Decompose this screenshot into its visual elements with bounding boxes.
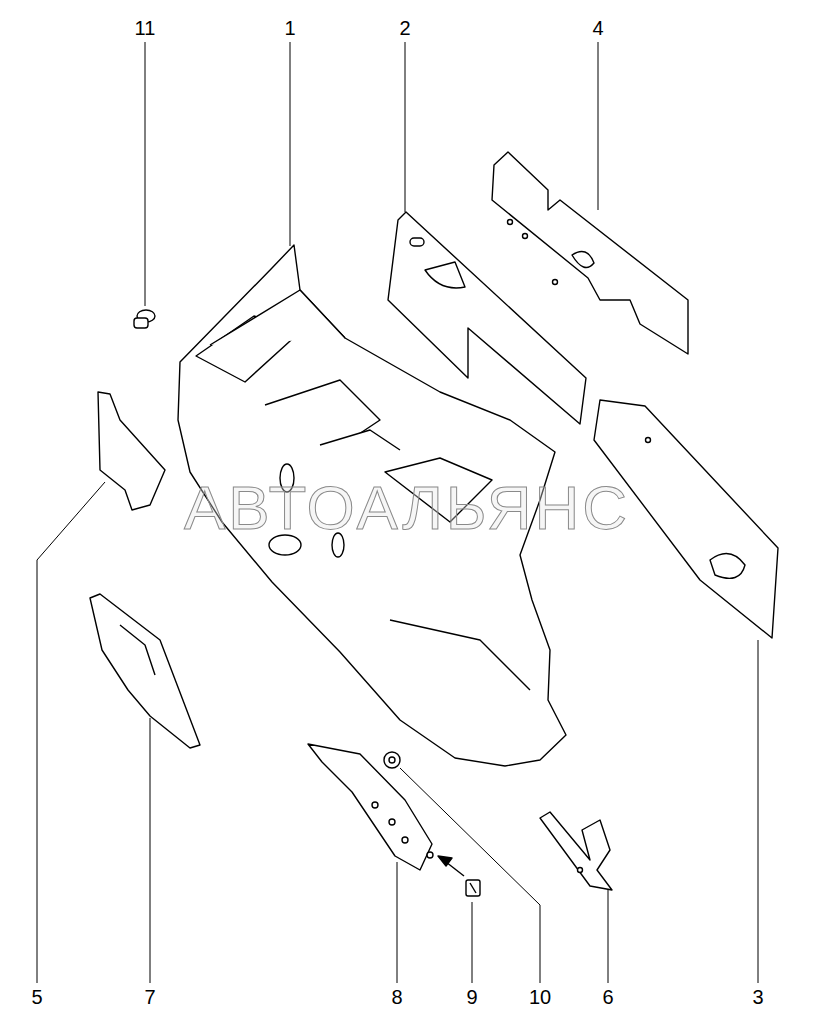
panel-edge [265,380,380,440]
piece-edge [120,625,155,675]
sheet-hole [425,262,465,288]
piece-hole [578,868,583,873]
nut-hole [389,757,395,763]
nut [384,752,400,768]
bracket-outline [308,744,432,870]
bracket-hole [372,802,378,808]
piece-outline [98,392,165,510]
clip [134,310,155,328]
bolt [466,880,480,896]
leader-line [405,42,406,212]
callout-number: 5 [31,987,42,1007]
callout-number: 3 [752,987,763,1007]
watermark: АВТОАЛЬЯНС [184,477,630,539]
nut-outline [384,752,400,768]
panel-edge [390,620,530,690]
callout-number: 4 [592,18,603,38]
bracket-hole [427,852,433,858]
callout-number: 1 [284,18,295,38]
sheet-hole [646,438,651,443]
piece-outline [90,594,200,748]
insulation-piece [98,392,165,510]
bolt-thread [470,883,476,893]
callout-number: 9 [466,987,477,1007]
clip-body [134,318,148,328]
panel-edge [320,430,400,450]
insulation-piece [90,594,200,748]
callout-number: 6 [602,987,613,1007]
sheet-hole [710,554,745,579]
callout-number: 11 [135,18,156,38]
leader-line [150,718,151,983]
leader-line [37,482,105,983]
arrow-shaft [446,862,464,876]
leader-line [397,862,398,983]
sheet-outline [492,152,688,354]
piece-outline [540,812,612,890]
bracket [308,744,433,870]
insulation-piece [540,812,612,890]
sheet-hole [572,251,594,267]
callout-number: 7 [144,987,155,1007]
panel-edge [210,290,345,345]
arrow-head [438,856,452,866]
leader-line [145,42,146,306]
leader-line [290,42,291,246]
callout-number: 8 [391,987,402,1007]
sheet-hole [553,280,558,285]
bracket-hole [389,819,395,825]
insulation-sheet [492,152,688,354]
sheet-hole [508,220,513,225]
leader-line [598,42,599,210]
assembly-arrow [438,856,464,876]
sheet-hole [523,234,528,239]
leader-line [472,902,473,983]
bolt-head [466,880,480,896]
bracket-hole [402,837,408,843]
callout-number: 10 [529,987,551,1007]
leader-line [608,885,609,983]
leader-line [758,640,759,983]
sheet-hole [410,238,424,246]
leader-line [400,768,540,983]
callout-number: 2 [399,18,410,38]
